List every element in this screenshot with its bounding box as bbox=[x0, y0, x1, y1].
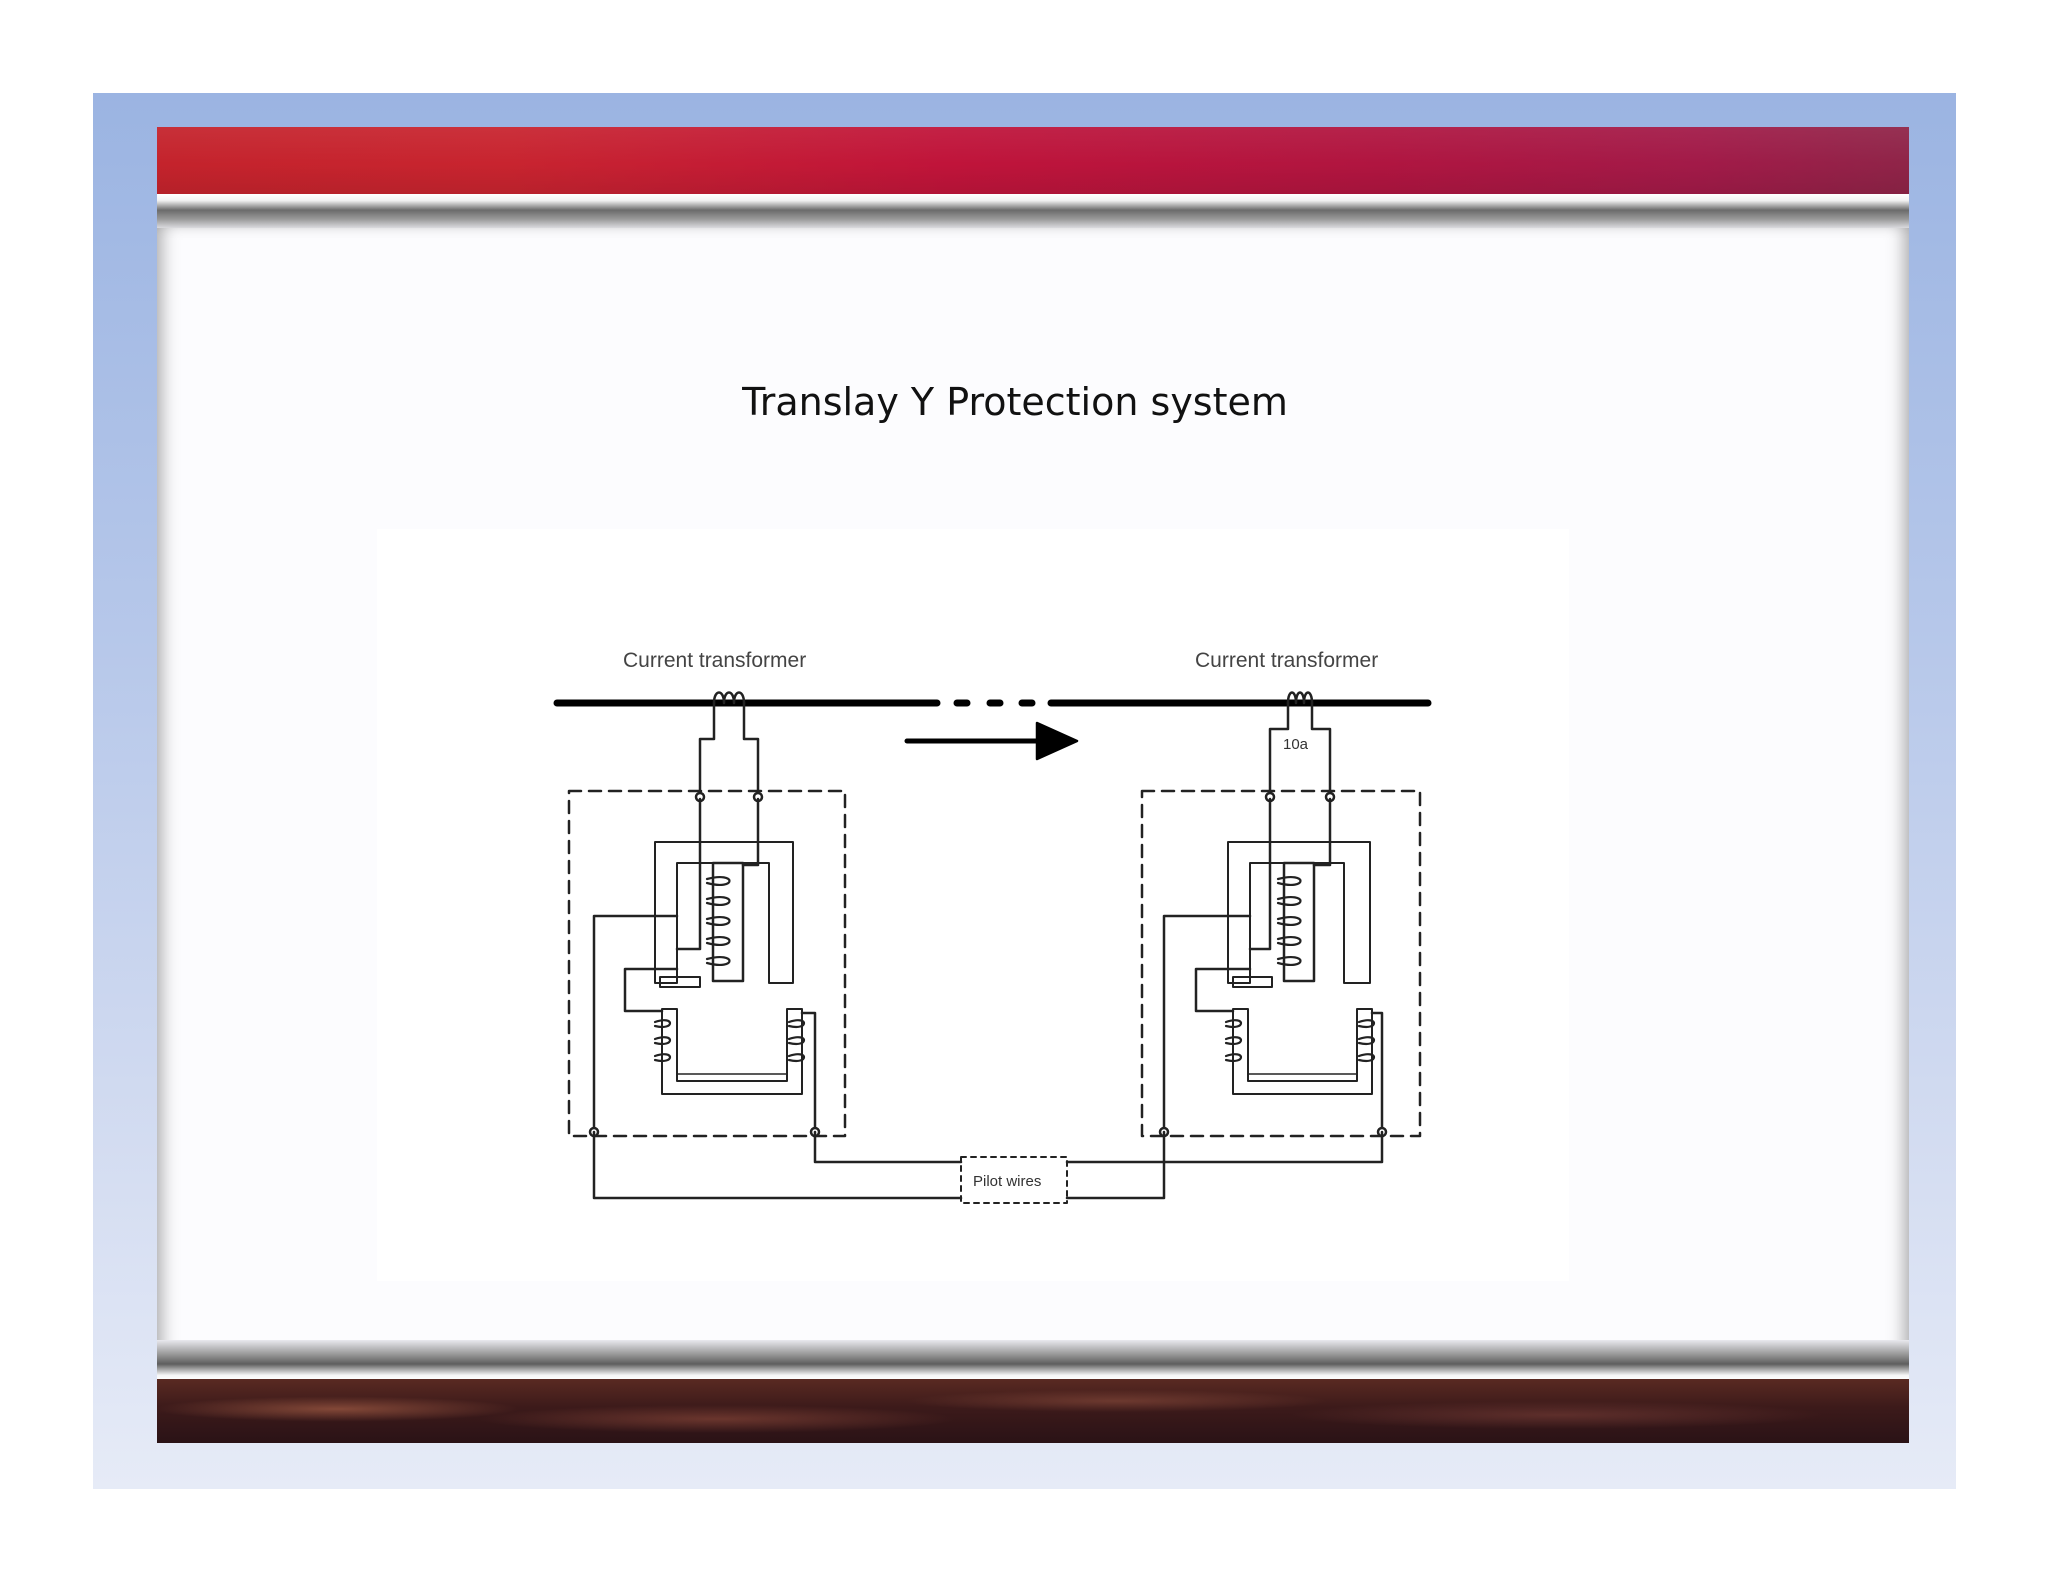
ct-coil-left bbox=[712, 691, 746, 705]
circuit-diagram-svg: 10a Current transformer bbox=[553, 649, 1432, 1204]
lower-coil-left-b bbox=[787, 1019, 806, 1063]
upper-coil-leads-left bbox=[675, 797, 760, 951]
lower-magnet-core-left bbox=[661, 1008, 803, 1095]
wiring-right bbox=[1162, 914, 1384, 1133]
slide-title: Translay Y Protection system bbox=[742, 380, 1288, 424]
upper-magnet-plate-right bbox=[1232, 976, 1273, 988]
circuit-diagram: 10a Current transformer bbox=[377, 529, 1569, 1281]
right-ct-tag: 10a bbox=[1283, 736, 1309, 753]
footer-shadow bbox=[157, 1340, 1909, 1380]
relay-enclosure-right bbox=[1140, 789, 1422, 1138]
header-shadow bbox=[157, 194, 1909, 230]
footer-dark-bar bbox=[157, 1379, 1909, 1443]
lower-magnet-core-right bbox=[1232, 1008, 1373, 1095]
lower-coil-right-b bbox=[1357, 1019, 1376, 1063]
ct-leads-left bbox=[698, 701, 760, 801]
upper-coil-left bbox=[705, 876, 731, 966]
relay-enclosure-left bbox=[567, 789, 847, 1138]
upper-magnet-core-right bbox=[1227, 841, 1371, 984]
upper-magnet-pole-left bbox=[711, 861, 745, 983]
wiring-left bbox=[592, 914, 817, 1133]
upper-magnet-pole-right bbox=[1282, 861, 1316, 983]
pilot-wires-break bbox=[960, 1156, 1068, 1204]
ct-label-right: Current transformer bbox=[1195, 649, 1378, 672]
power-flow-arrowhead bbox=[1035, 721, 1079, 761]
upper-magnet-plate-left bbox=[659, 976, 701, 988]
ct-label-left: Current transformer bbox=[623, 649, 806, 672]
lower-coil-left-a bbox=[653, 1019, 672, 1063]
upper-coil-leads-right bbox=[1248, 797, 1332, 951]
lower-coil-right-a bbox=[1224, 1019, 1243, 1063]
ct-leads-right bbox=[1268, 701, 1332, 801]
pilot-wire-upper bbox=[813, 1130, 1384, 1164]
upper-coil-right bbox=[1276, 876, 1302, 966]
header-red-bar bbox=[157, 127, 1909, 194]
pilot-wires-label: Pilot wires bbox=[973, 1173, 1041, 1190]
upper-magnet-core-left bbox=[654, 841, 794, 984]
ct-coil-right bbox=[1286, 691, 1314, 705]
pilot-wire-lower bbox=[592, 1130, 1166, 1200]
